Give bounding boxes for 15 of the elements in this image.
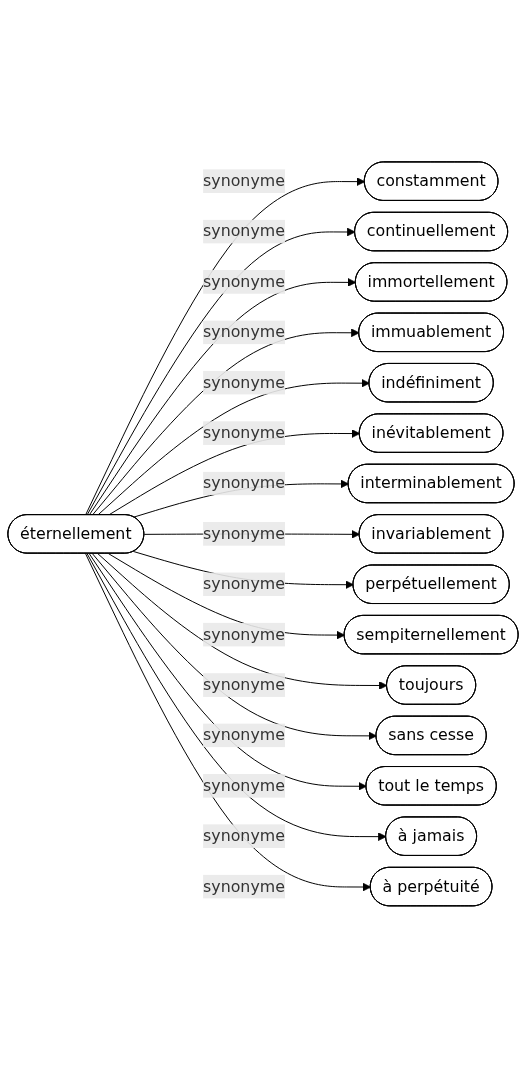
- edge-label: synonyme: [203, 523, 285, 543]
- edge-label: synonyme: [203, 322, 285, 341]
- edge-label: synonyme: [203, 775, 285, 795]
- edge-label: synonyme: [203, 170, 285, 190]
- edge-label: synonyme: [203, 372, 285, 392]
- edge-label: synonyme: [203, 473, 285, 492]
- edge-label: synonyme: [203, 574, 285, 593]
- edge-label: synonyme: [203, 221, 285, 241]
- edge-label: synonyme: [203, 876, 285, 896]
- edge-label: synonyme: [203, 725, 285, 744]
- edge-label: synonyme: [203, 271, 285, 291]
- edge-label: synonyme: [203, 674, 285, 694]
- edge-label: synonyme: [203, 825, 285, 845]
- edge-label: synonyme: [203, 422, 285, 442]
- edge-label: synonyme: [203, 624, 285, 644]
